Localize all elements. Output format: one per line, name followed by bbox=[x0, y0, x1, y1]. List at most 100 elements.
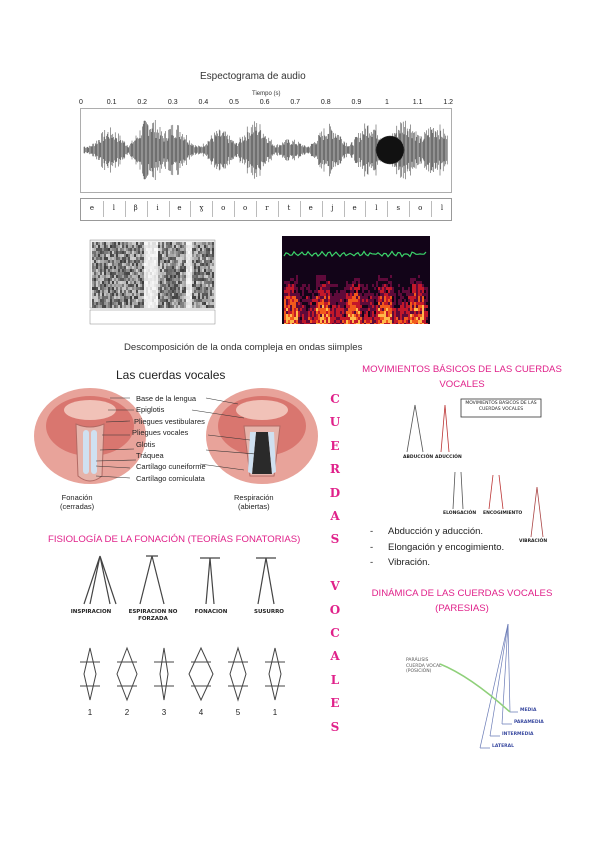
spectro-cell bbox=[148, 302, 150, 305]
spectro-cell bbox=[332, 284, 334, 287]
spectro-cell bbox=[396, 323, 398, 324]
spectro-cell bbox=[168, 290, 170, 293]
spectro-cell bbox=[190, 284, 192, 287]
spectro-cell bbox=[158, 275, 160, 278]
spectro-cell bbox=[114, 299, 116, 302]
spectro-cell bbox=[108, 242, 110, 245]
spectro-cell bbox=[160, 305, 162, 308]
movement-bullet: Elongación y encogimiento. bbox=[370, 540, 504, 556]
spectro-cell bbox=[382, 302, 384, 305]
spectro-cell bbox=[120, 305, 122, 308]
spectro-cell bbox=[290, 323, 292, 324]
spectro-cell bbox=[130, 257, 132, 260]
spectro-cell bbox=[122, 299, 124, 302]
time-tick: 1.1 bbox=[412, 99, 423, 106]
spectro-cell bbox=[402, 296, 404, 299]
spectro-cell bbox=[194, 278, 196, 281]
spectro-cell bbox=[186, 269, 188, 272]
spectro-cell bbox=[314, 317, 316, 320]
spectro-cell bbox=[194, 245, 196, 248]
spectro-cell bbox=[200, 257, 202, 260]
spectro-cell bbox=[424, 320, 426, 323]
spectro-cell bbox=[170, 284, 172, 287]
spectro-cell bbox=[386, 287, 388, 290]
spectro-cell bbox=[202, 275, 204, 278]
spectro-cell bbox=[152, 305, 154, 308]
spectro-cell bbox=[362, 284, 364, 287]
spectro-cell bbox=[372, 320, 374, 323]
spectro-cell bbox=[92, 263, 94, 266]
spectro-cell bbox=[178, 245, 180, 248]
spectro-cell bbox=[98, 254, 100, 257]
spectro-cell bbox=[334, 320, 336, 323]
spectro-cell bbox=[138, 278, 140, 281]
spectro-cell bbox=[130, 287, 132, 290]
spectro-cell bbox=[132, 254, 134, 257]
spectro-cell bbox=[372, 308, 374, 311]
spectro-cell bbox=[308, 302, 310, 305]
spectro-cell bbox=[100, 260, 102, 263]
spectro-cell bbox=[114, 293, 116, 296]
spectro-cell bbox=[380, 278, 382, 281]
spectro-cell bbox=[206, 251, 208, 254]
spectro-cell bbox=[142, 242, 144, 245]
spectro-cell bbox=[200, 275, 202, 278]
spectro-cell bbox=[380, 314, 382, 317]
spectro-cell bbox=[356, 314, 358, 317]
spectro-cell bbox=[190, 302, 192, 305]
spectro-cell bbox=[320, 287, 322, 290]
spectro-cell bbox=[312, 323, 314, 324]
spectro-cell bbox=[386, 323, 388, 324]
spectro-cell bbox=[402, 314, 404, 317]
spectro-cell bbox=[110, 257, 112, 260]
spectro-cell bbox=[380, 317, 382, 320]
spectro-cell bbox=[194, 272, 196, 275]
spectro-cell bbox=[416, 320, 418, 323]
spectro-cell bbox=[390, 314, 392, 317]
side-label-2: CUERDA VOCAL bbox=[406, 663, 442, 669]
spectro-cell bbox=[194, 248, 196, 251]
spectro-cell bbox=[180, 254, 182, 257]
spectro-cell bbox=[168, 260, 170, 263]
spectro-cell bbox=[384, 284, 386, 287]
side-label-3: (POSICIÓN) bbox=[406, 669, 432, 674]
spectro-cell bbox=[130, 269, 132, 272]
spectro-cell bbox=[210, 305, 212, 308]
spectro-cell bbox=[166, 272, 168, 275]
phoneme-separator bbox=[321, 201, 323, 217]
spectro-cell bbox=[296, 281, 298, 284]
spectro-cell bbox=[370, 293, 372, 296]
vertical-letter: S bbox=[330, 719, 340, 734]
spectro-cell bbox=[408, 323, 410, 324]
spectro-cell bbox=[134, 299, 136, 302]
spectro-cell bbox=[398, 290, 400, 293]
spectro-cell bbox=[154, 296, 156, 299]
spectro-cell bbox=[94, 293, 96, 296]
spectro-cell bbox=[128, 257, 130, 260]
spectro-cell bbox=[134, 284, 136, 287]
spectro-cell bbox=[150, 281, 152, 284]
spectro-cell bbox=[410, 311, 412, 314]
spectro-cell bbox=[326, 311, 328, 314]
spectro-cell bbox=[426, 305, 428, 308]
spectro-cell bbox=[356, 302, 358, 305]
spectro-cell bbox=[148, 299, 150, 302]
spectro-cell bbox=[202, 287, 204, 290]
spectro-cell bbox=[290, 317, 292, 320]
spectro-cell bbox=[422, 302, 424, 305]
spectro-cell bbox=[140, 266, 142, 269]
spectro-cell bbox=[106, 269, 108, 272]
spectro-cell bbox=[156, 302, 158, 305]
spectro-cell bbox=[344, 290, 346, 293]
spectro-cell bbox=[154, 272, 156, 275]
spectro-cell bbox=[172, 242, 174, 245]
spectro-cell bbox=[196, 272, 198, 275]
spectro-cell bbox=[140, 245, 142, 248]
spectro-cell bbox=[126, 248, 128, 251]
spectro-cell bbox=[294, 293, 296, 296]
vocal-label: Tráquea bbox=[136, 451, 164, 461]
spectro-cell bbox=[378, 296, 380, 299]
spectro-cell bbox=[110, 260, 112, 263]
spectro-cell bbox=[180, 275, 182, 278]
